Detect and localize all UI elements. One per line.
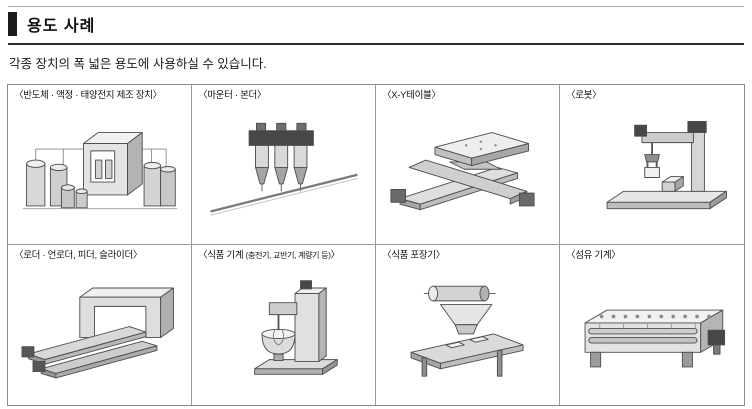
usage-cell-textile: 〈섬유 기계〉 xyxy=(560,245,744,405)
section-header: 용도 사례 xyxy=(8,12,95,36)
usage-examples-grid: 〈반도체 · 액정 · 태양전지 제조 장치〉 xyxy=(7,84,745,406)
usage-cell-loader: 〈로더 · 언로더, 피더, 슬라이더〉 xyxy=(8,245,192,405)
usage-cell-food-packaging: 〈식품 포장기〉 xyxy=(376,245,560,405)
usage-cell-semiconductor: 〈반도체 · 액정 · 태양전지 제조 장치〉 xyxy=(8,85,192,245)
cell-label: 〈섬유 기계〉 xyxy=(566,250,621,261)
semiconductor-lcd-solar-equipment-illustration xyxy=(14,102,186,242)
cell-label: 〈로봇〉 xyxy=(566,90,602,101)
section-marker-bar xyxy=(8,12,17,36)
cell-label: 〈X-Y테이블〉 xyxy=(382,90,441,101)
cell-label: 〈로더 · 언로더, 피더, 슬라이더〉 xyxy=(14,250,143,261)
cell-label: 〈식품 포장기〉 xyxy=(382,250,445,261)
intro-text: 각종 장치의 폭 넓은 용도에 사용하실 수 있습니다. xyxy=(9,57,267,71)
usage-cell-robot: 〈로봇〉 xyxy=(560,85,744,245)
food-machine-illustration xyxy=(198,262,370,403)
cell-label: 〈반도체 · 액정 · 태양전지 제조 장치〉 xyxy=(14,90,162,101)
usage-cell-xy-table: 〈X-Y테이블〉 xyxy=(376,85,560,245)
cell-label: 〈식품 기계 (충전기, 교반기, 계량기 등)〉 xyxy=(198,250,340,261)
top-rule xyxy=(8,6,744,7)
robot-illustration xyxy=(566,102,739,242)
loader-unloader-feeder-slider-illustration xyxy=(14,262,186,403)
food-packaging-machine-illustration xyxy=(382,262,554,403)
textile-machine-illustration xyxy=(566,262,739,403)
usage-cell-food-machine: 〈식품 기계 (충전기, 교반기, 계량기 등)〉 xyxy=(192,245,376,405)
cell-label: 〈마운터 · 본더〉 xyxy=(198,90,267,101)
usage-cell-mounter-bonder: 〈마운터 · 본더〉 xyxy=(192,85,376,245)
mounter-bonder-illustration xyxy=(198,102,370,242)
header-rule xyxy=(8,43,744,45)
page-title: 용도 사례 xyxy=(27,18,96,35)
xy-table-illustration xyxy=(382,102,554,242)
